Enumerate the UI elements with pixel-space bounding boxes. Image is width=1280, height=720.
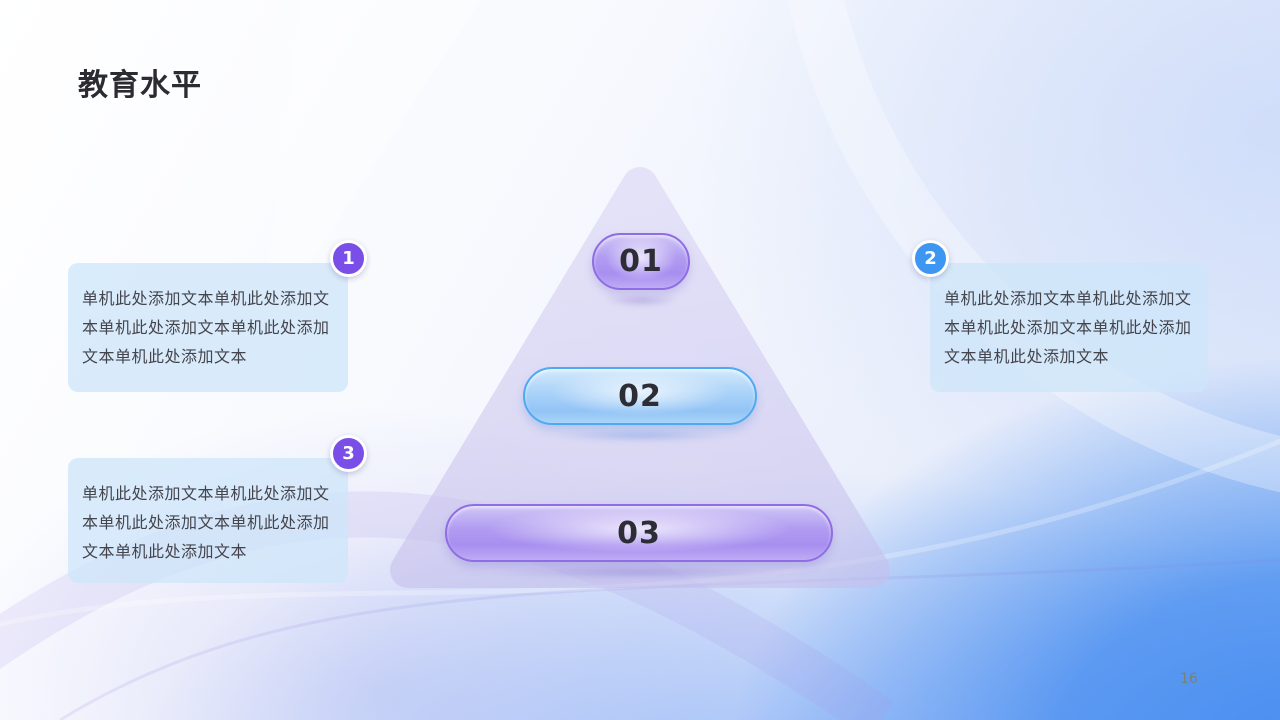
badge-2-label: 2 xyxy=(924,248,937,269)
pyramid-level-1-label: 01 xyxy=(619,244,663,279)
note-box-1: 单机此处添加文本单机此处添加文本单机此处添加文本单机此处添加文本单机此处添加文本 xyxy=(68,263,348,392)
pyramid-level-2-label: 02 xyxy=(618,378,662,414)
pyramid-level-3-label: 03 xyxy=(617,515,661,551)
number-badge-1: 1 xyxy=(330,240,367,277)
number-badge-3: 3 xyxy=(330,435,367,472)
badge-1-label: 1 xyxy=(342,248,355,269)
note-text-3: 单机此处添加文本单机此处添加文本单机此处添加文本单机此处添加文本单机此处添加文本 xyxy=(82,484,330,561)
page-title: 教育水平 xyxy=(78,68,202,103)
note-text-2: 单机此处添加文本单机此处添加文本单机此处添加文本单机此处添加文本单机此处添加文本 xyxy=(944,289,1192,366)
pyramid-level-3: 03 xyxy=(445,504,833,562)
note-text-1: 单机此处添加文本单机此处添加文本单机此处添加文本单机此处添加文本单机此处添加文本 xyxy=(82,289,330,366)
note-box-2: 单机此处添加文本单机此处添加文本单机此处添加文本单机此处添加文本单机此处添加文本 xyxy=(930,263,1208,392)
number-badge-2: 2 xyxy=(912,240,949,277)
note-box-3: 单机此处添加文本单机此处添加文本单机此处添加文本单机此处添加文本单机此处添加文本 xyxy=(68,458,348,583)
pyramid-level-2: 02 xyxy=(523,367,757,425)
badge-3-label: 3 xyxy=(342,443,355,464)
page-number: 16 xyxy=(1180,671,1198,687)
pyramid-level-1: 01 xyxy=(592,233,690,290)
